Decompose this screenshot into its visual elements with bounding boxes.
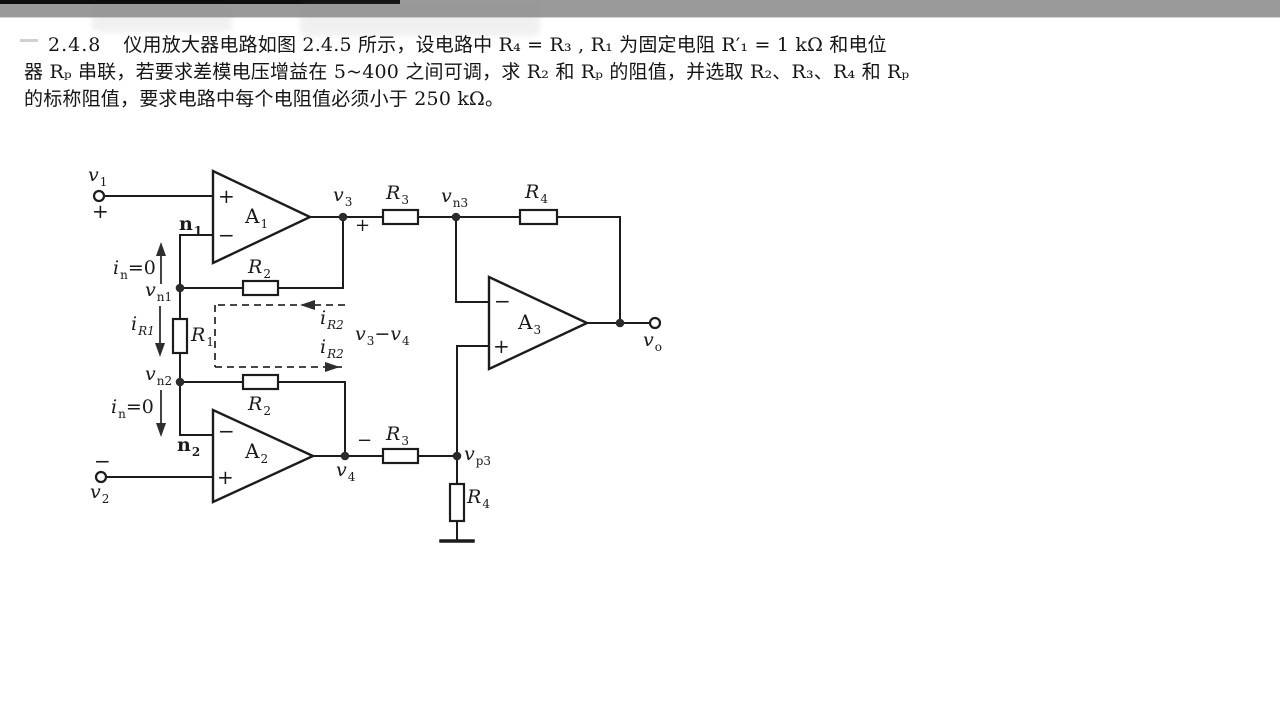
label-n2: n2 [177, 434, 201, 459]
label-r3-top: R3 [386, 182, 409, 207]
label-r4-top: R4 [525, 181, 548, 206]
label-a3: A3 [518, 310, 542, 337]
label-r3-bottom: R3 [386, 423, 409, 448]
scan-artifact [300, 2, 540, 36]
label-a2: A2 [245, 439, 269, 466]
node-vn1 [175, 283, 185, 293]
terminal-v2 [94, 470, 108, 484]
label-vn2: vn2 [145, 363, 173, 388]
node-vn2 [175, 377, 185, 387]
resistor-r3-bottom [381, 447, 420, 465]
problem-line-1: 2.4.8 仪用放大器电路如图 2.4.5 所示，设电路中 R₄ = R₃ , R… [48, 36, 887, 55]
in-top-arrow-up-icon [156, 242, 166, 256]
resistor-r3-top [381, 208, 420, 226]
ir1-arrow-down-icon [155, 343, 165, 357]
a2-minus-input-sign: − [218, 419, 235, 443]
label-r2-bottom: R2 [248, 393, 271, 418]
opamp-a2 [211, 408, 316, 504]
label-r4-bottom: R4 [467, 486, 490, 511]
label-a1: A1 [245, 204, 269, 231]
label-v3-minus-v4: v3−v4 [355, 323, 410, 348]
a3-minus-input-sign: − [494, 289, 511, 313]
in-bottom-arrow-down-icon [156, 423, 166, 437]
polarity-plus-v3: + [355, 215, 371, 236]
a1-plus-input-sign: + [218, 184, 235, 208]
polarity-minus-v2: − [94, 449, 111, 473]
ir2-arrow-left-icon [300, 300, 315, 310]
opamp-a1 [211, 169, 313, 265]
node-v3 [338, 212, 348, 222]
a1-minus-input-sign: − [218, 223, 235, 247]
label-ir1: iR1 [131, 313, 155, 338]
top-bar [0, 0, 1280, 18]
terminal-vo [648, 316, 662, 330]
resistor-r1 [171, 317, 189, 355]
problem-text-1: 仪用放大器电路如图 2.4.5 所示，设电路中 R₄ = R₃ , R₁ 为固定… [123, 34, 887, 56]
label-vp3: vp3 [464, 443, 492, 468]
resistor-r2-top [241, 279, 280, 297]
resistor-r2-bottom [241, 373, 280, 391]
a2-plus-input-sign: + [217, 465, 234, 489]
top-bar-dark-strip [0, 0, 400, 4]
label-v3: v3 [333, 184, 353, 209]
terminal-v1 [92, 189, 106, 203]
scan-artifact [20, 39, 38, 42]
problem-number: 2.4.8 [48, 34, 102, 56]
label-ir2-bottom: iR2 [320, 336, 344, 361]
resistor-r4-bottom [448, 482, 466, 523]
resistor-r4-top [518, 208, 559, 226]
label-in-zero-bottom: in=0 [111, 396, 154, 421]
a3-plus-input-sign: + [493, 334, 510, 358]
node-v4 [340, 451, 350, 461]
node-output [615, 318, 625, 328]
node-vp3 [452, 451, 462, 461]
label-r2-top: R2 [248, 256, 271, 281]
polarity-plus-v1: + [92, 199, 109, 223]
label-v2: v2 [90, 481, 110, 506]
problem-line-2: 器 Rₚ 串联，若要求差模电压增益在 5~400 之间可调，求 R₂ 和 Rₚ … [24, 61, 910, 83]
problem-line-3: 的标称阻值，要求电路中每个电阻值必须小于 250 kΩ。 [24, 88, 505, 110]
polarity-minus-v4: − [357, 430, 373, 451]
opamp-a3 [487, 275, 590, 371]
label-ir2-top: iR2 [320, 307, 344, 332]
label-in-zero-top: in=0 [113, 257, 156, 282]
label-n1: n1 [179, 213, 203, 238]
ir2-arrow-right-icon [325, 362, 340, 372]
label-vn3: vn3 [441, 185, 469, 210]
label-vn1: vn1 [145, 279, 173, 304]
node-vn3 [451, 212, 461, 222]
label-vo: vo [643, 329, 662, 354]
label-v1: v1 [88, 164, 108, 189]
label-r1: R1 [191, 324, 214, 349]
label-v4: v4 [336, 459, 356, 484]
scan-artifact [92, 6, 232, 32]
